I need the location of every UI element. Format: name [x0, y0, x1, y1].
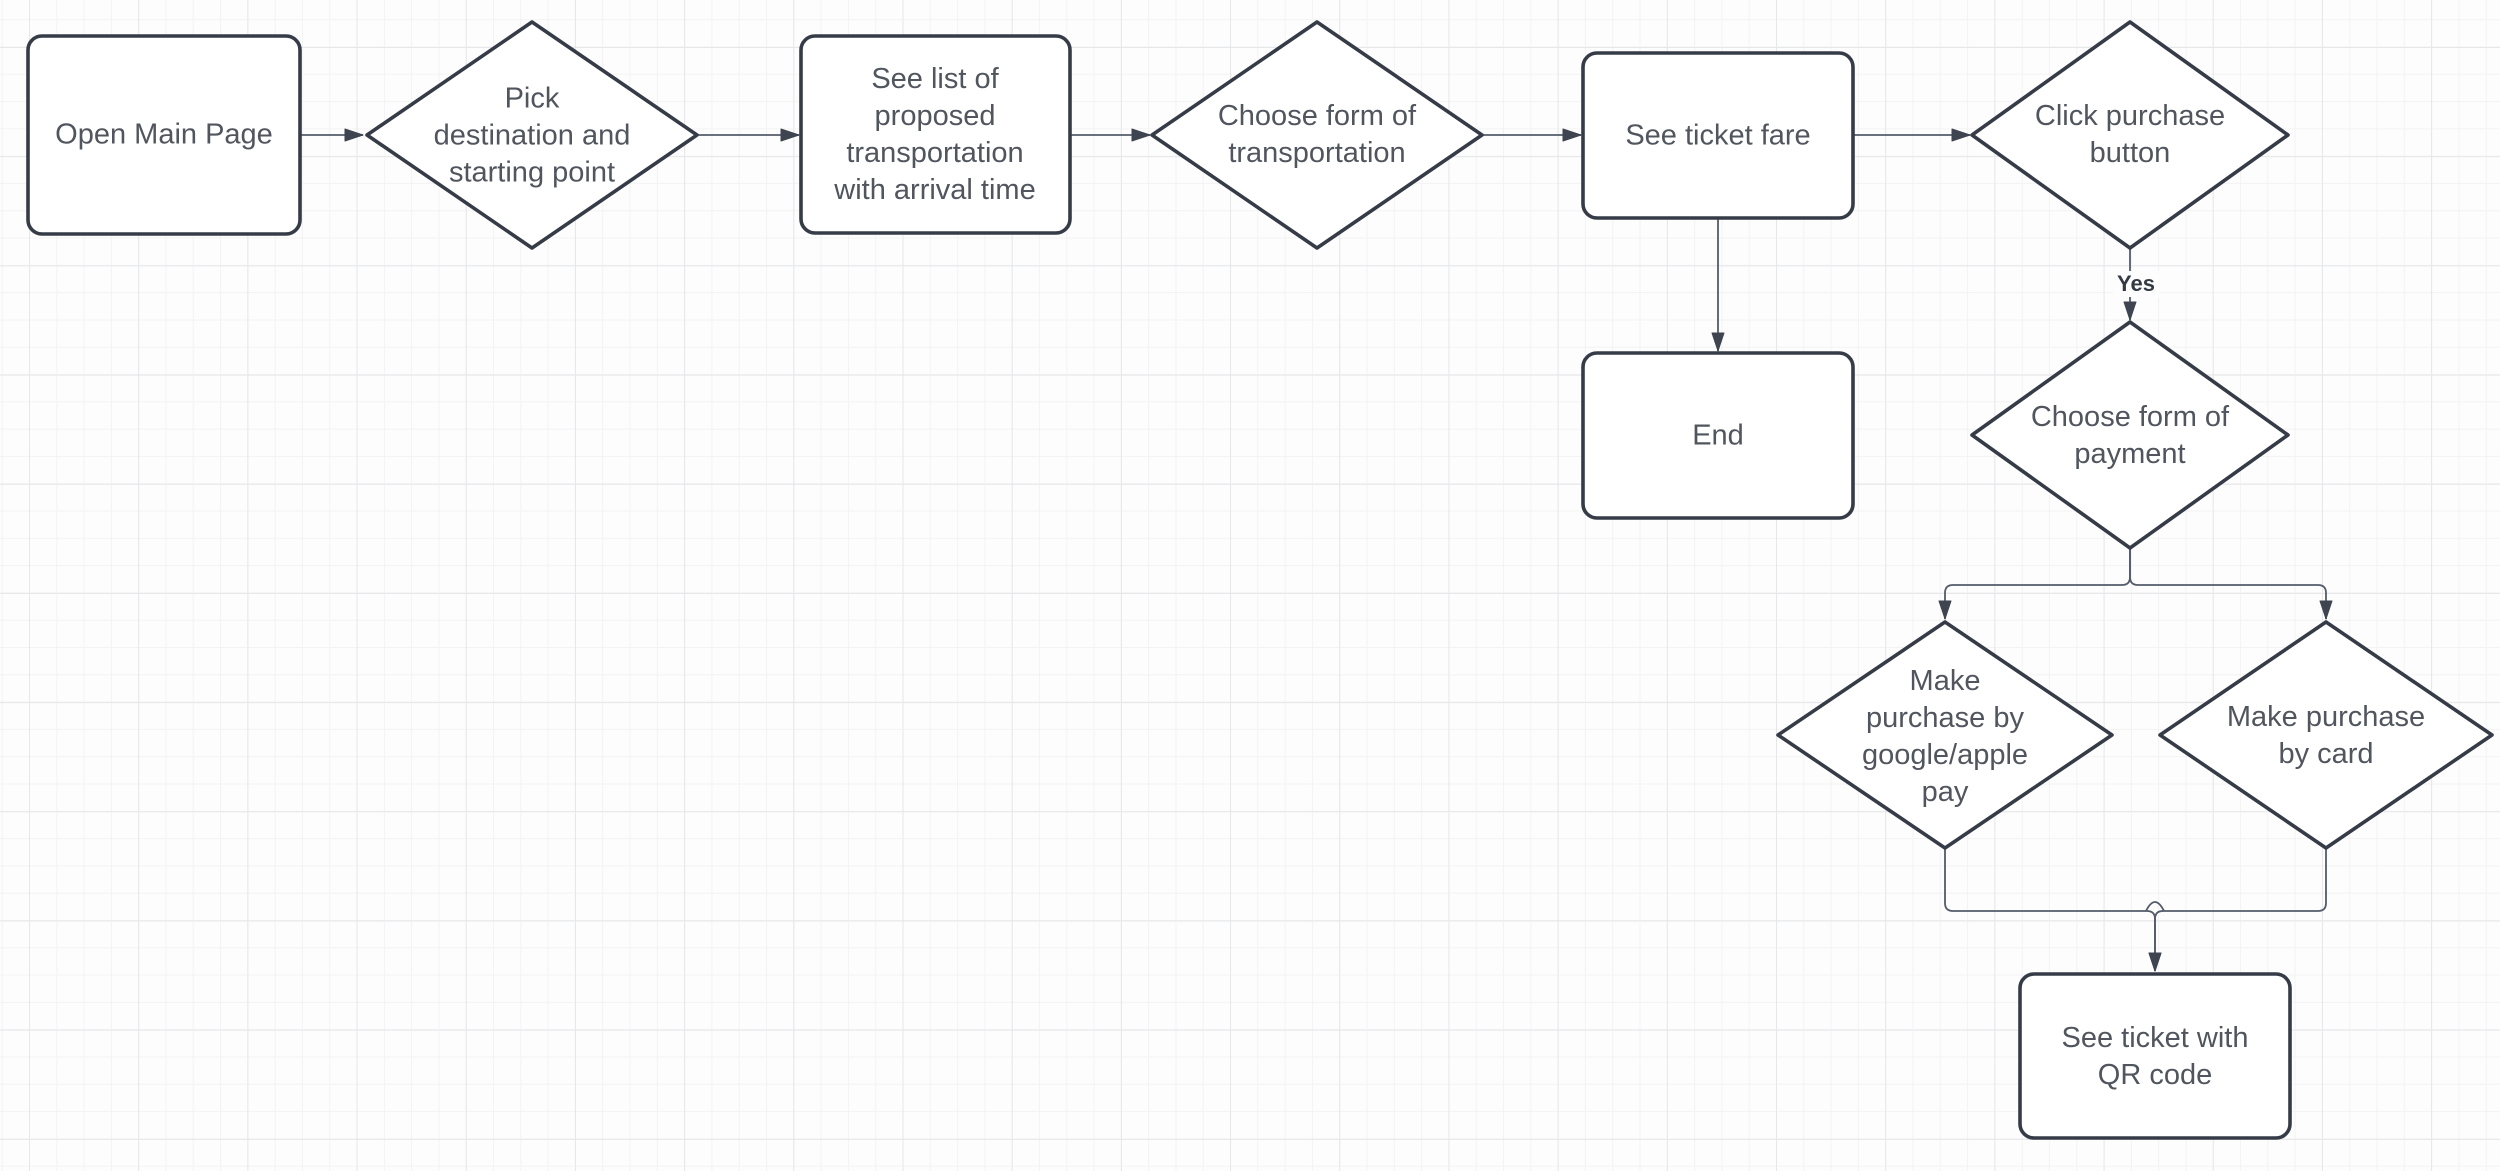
edge-layer: [300, 128, 2333, 972]
node-purchase-card[interactable]: [2158, 620, 2494, 850]
node-see-ticket-fare[interactable]: [1581, 51, 1855, 220]
edge-card-to-qr[interactable]: [2148, 848, 2327, 972]
node-layer: [26, 20, 2494, 1140]
edge-payment-to-google-apple[interactable]: [1938, 548, 2131, 620]
node-open-main-page[interactable]: [26, 34, 302, 236]
node-click-purchase[interactable]: [1970, 20, 2290, 250]
node-purchase-google-apple[interactable]: [1776, 620, 2114, 850]
node-pick-destination[interactable]: [365, 20, 699, 250]
node-choose-transportation[interactable]: [1150, 20, 1484, 250]
node-see-ticket-qr[interactable]: [2018, 972, 2292, 1140]
edge-crossing-jump: [2145, 901, 2165, 912]
node-choose-payment[interactable]: [1970, 320, 2290, 550]
node-end[interactable]: [1581, 351, 1855, 520]
edge-label-yes: Yes: [2113, 271, 2159, 297]
node-see-list[interactable]: [799, 34, 1072, 235]
edge-payment-to-card[interactable]: [2129, 548, 2333, 620]
edge-google-apple-to-qr[interactable]: [1944, 848, 2162, 972]
